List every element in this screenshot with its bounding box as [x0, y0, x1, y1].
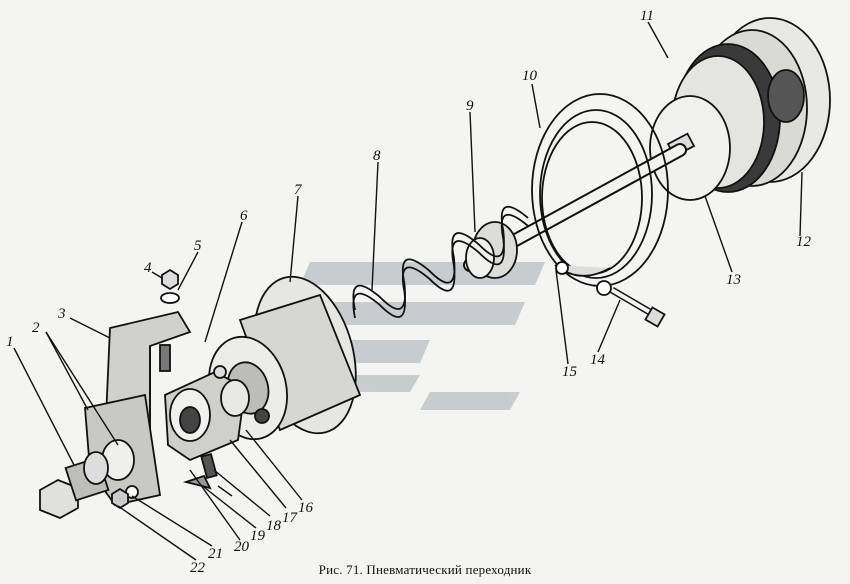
valve-body — [164, 365, 250, 497]
callout-13: 13 — [726, 272, 741, 288]
callout-9: 9 — [466, 98, 474, 114]
callout-19: 19 — [250, 528, 266, 544]
callout-20: 20 — [234, 539, 250, 555]
callout-15: 15 — [562, 364, 578, 380]
callout-1: 1 — [6, 334, 14, 350]
inlet-fitting — [39, 451, 110, 519]
callout-2: 2 — [32, 320, 40, 336]
callout-17: 17 — [282, 510, 299, 526]
callout-5: 5 — [194, 238, 202, 254]
callout-21: 21 — [208, 546, 223, 562]
lower-nut-washer — [111, 485, 139, 510]
figure-caption: Рис. 71. Пневматический переходник — [318, 562, 532, 577]
callout-18: 18 — [266, 518, 282, 534]
clamp-bolt — [610, 286, 666, 328]
piston-rod — [463, 143, 687, 279]
callout-12: 12 — [796, 234, 812, 250]
callout-3: 3 — [57, 306, 66, 322]
callout-10: 10 — [522, 68, 538, 84]
clamp-ring — [531, 93, 669, 296]
callout-8: 8 — [373, 148, 381, 164]
callout-22: 22 — [190, 560, 206, 576]
callout-4: 4 — [144, 260, 152, 276]
callout-6: 6 — [240, 208, 248, 224]
piston-head — [649, 17, 831, 201]
leader-lines — [13, 21, 803, 561]
callout-16: 16 — [298, 500, 314, 516]
callout-7: 7 — [294, 182, 303, 198]
nut-and-washer — [160, 268, 180, 304]
callout-11: 11 — [640, 8, 654, 24]
callout-labels: 1 2 3 4 5 6 7 8 9 10 11 12 13 14 15 16 1… — [6, 8, 812, 576]
return-spring — [352, 205, 529, 319]
callout-14: 14 — [590, 352, 606, 368]
